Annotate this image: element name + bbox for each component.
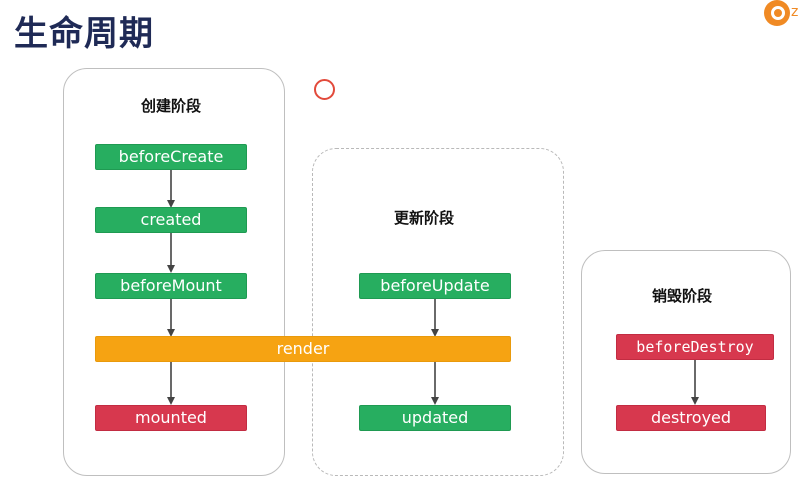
node-render: render [95, 336, 511, 362]
brand-logo-fragment: z [791, 4, 799, 20]
brand-logo-icon [764, 0, 790, 26]
node-updated: updated [359, 405, 511, 431]
create-stage-title: 创建阶段 [140, 97, 201, 115]
node-beforecreate: beforeCreate [95, 144, 247, 170]
destroy-stage-panel [581, 250, 791, 474]
update-stage-title: 更新阶段 [393, 209, 454, 227]
node-mounted: mounted [95, 405, 247, 431]
node-beforemount: beforeMount [95, 273, 247, 299]
page-title: 生命周期 [14, 14, 154, 54]
node-beforeupdate: beforeUpdate [359, 273, 511, 299]
destroy-stage-title: 销毁阶段 [651, 287, 712, 305]
cursor-indicator-icon [314, 79, 335, 100]
node-created: created [95, 207, 247, 233]
node-destroyed: destroyed [616, 405, 766, 431]
node-beforedestroy: beforeDestroy [616, 334, 774, 360]
